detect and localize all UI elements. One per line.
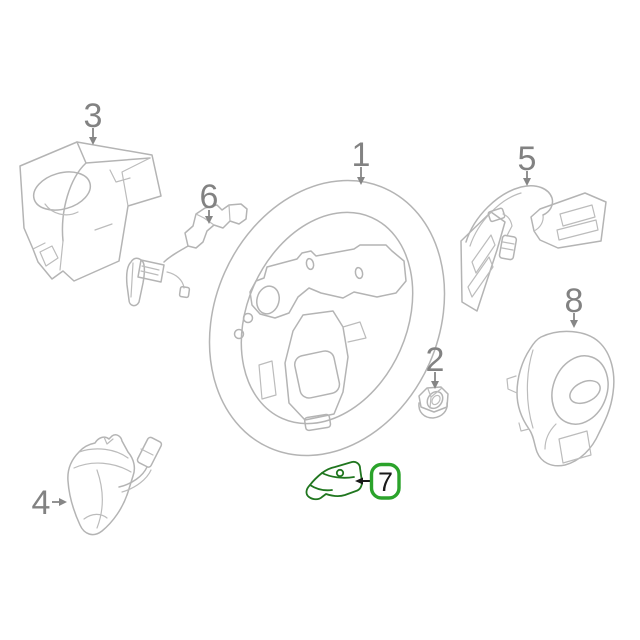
callout-arrowhead <box>523 178 531 186</box>
callout-arrowhead <box>355 477 363 485</box>
part-number-label: 4 <box>32 484 51 522</box>
callout-arrowhead <box>205 216 213 224</box>
highlighted-part-shape <box>305 460 363 501</box>
part-number-label: 8 <box>565 282 584 320</box>
highlighted-part-edge-line <box>321 472 355 479</box>
part-5-drawing <box>460 185 607 312</box>
callout-arrowhead <box>431 381 439 389</box>
part-callout-7-selected[interactable]: 7 <box>355 462 401 500</box>
part-6-drawing <box>125 203 248 307</box>
part-callout-5[interactable]: 5 <box>518 140 537 186</box>
part-2-drawing <box>418 386 449 419</box>
part-callout-3[interactable]: 3 <box>84 97 103 145</box>
part-1-drawing <box>208 179 446 457</box>
part-number-label: 2 <box>426 341 445 379</box>
callout-arrowhead <box>89 137 97 145</box>
callout-box <box>369 462 401 500</box>
part-callout-4[interactable]: 4 <box>32 484 67 522</box>
callout-box-group <box>369 462 401 500</box>
part-callout-8[interactable]: 8 <box>565 282 584 328</box>
part-number-label: 6 <box>200 178 219 216</box>
part-callout-2[interactable]: 2 <box>426 341 445 389</box>
highlighted-part-hole <box>335 468 345 478</box>
part-8-drawing <box>506 330 615 467</box>
highlighted-part-lip-line <box>309 484 333 492</box>
part-number-label: 1 <box>352 136 371 174</box>
part-callout-1[interactable]: 1 <box>352 136 371 185</box>
part-4-drawing <box>67 434 163 536</box>
part-3-drawing <box>19 141 162 282</box>
selected-part-number-label: 7 <box>378 467 393 497</box>
part-7-highlighted-drawing[interactable] <box>305 460 363 501</box>
part-number-label: 3 <box>84 97 103 135</box>
callout-arrowhead <box>357 177 365 185</box>
part-number-label: 5 <box>518 140 537 178</box>
callout-arrow-group <box>355 477 370 485</box>
part-callout-6[interactable]: 6 <box>200 178 219 224</box>
callout-arrowhead <box>570 320 578 328</box>
callout-arrowhead <box>59 498 67 506</box>
